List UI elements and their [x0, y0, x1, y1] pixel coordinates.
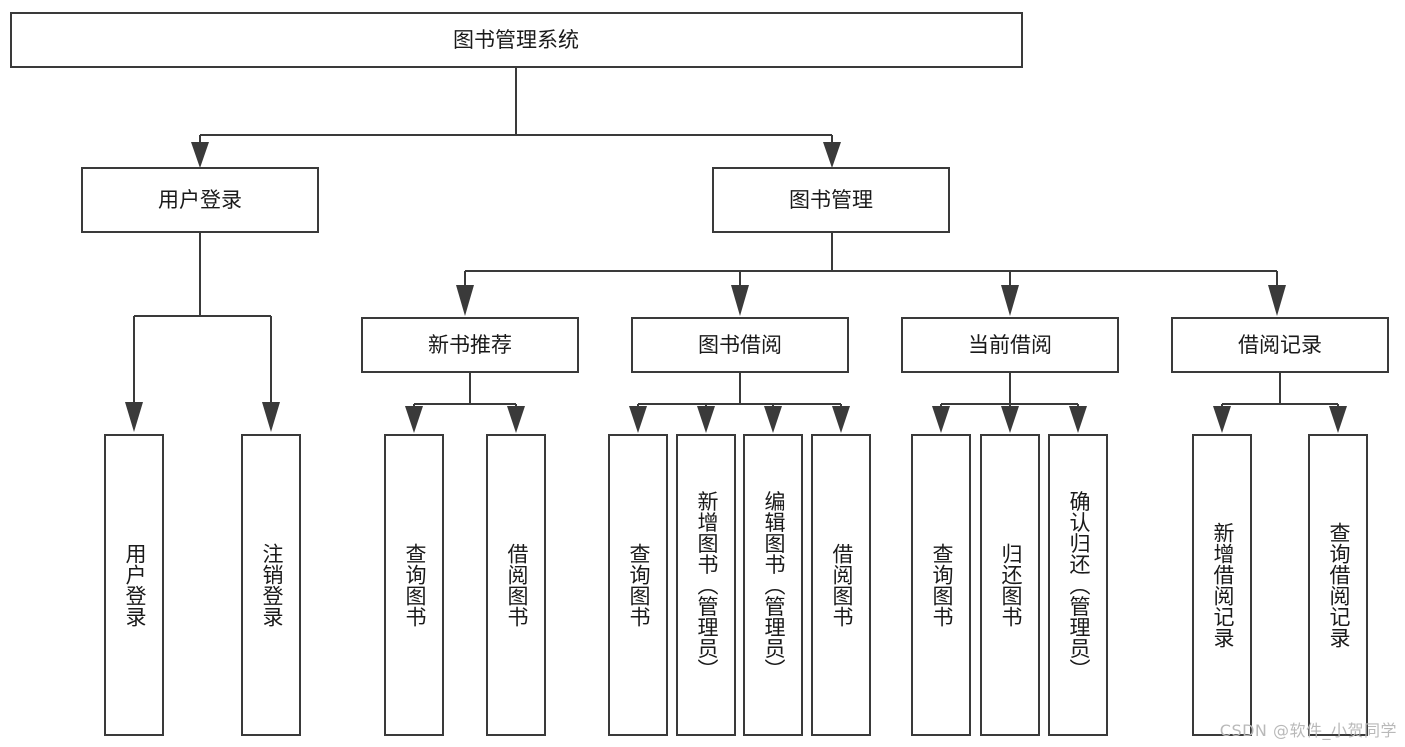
arrowhead-leaf-confirm-return [1069, 406, 1087, 433]
node-leaf-query-book-1[interactable]: 查询图书 [383, 433, 445, 737]
node-leaf-query-book-3[interactable]: 查询图书 [910, 433, 972, 737]
node-leaf-logout[interactable]: 注销登录 [240, 433, 302, 737]
connector-root-to-level2 [191, 67, 841, 168]
arrowhead-borrow-record [1268, 285, 1286, 316]
arrowhead-book-manage [823, 142, 841, 168]
node-leaf-logout-label: 注销登录 [260, 543, 284, 627]
node-user-login-label: 用户登录 [158, 188, 242, 212]
node-leaf-query-record-label: 查询借阅记录 [1327, 522, 1351, 648]
arrowhead-current-borrow [1001, 285, 1019, 316]
arrowhead-leaf-query-record [1329, 406, 1347, 433]
node-leaf-add-book[interactable]: 新增图书（管理员） [675, 433, 737, 737]
node-leaf-edit-book[interactable]: 编辑图书（管理员） [742, 433, 804, 737]
node-leaf-query-book-2-box[interactable] [607, 433, 669, 737]
node-root[interactable]: 图书管理系统 [9, 11, 1024, 69]
node-root-box[interactable] [9, 11, 1024, 69]
node-book-borrow[interactable]: 图书借阅 [630, 316, 850, 374]
node-leaf-query-book-2-label: 查询图书 [627, 543, 651, 627]
arrowhead-user-login [191, 142, 209, 168]
connector-current-borrow-to-leaves [932, 372, 1087, 433]
node-new-book-rec-label: 新书推荐 [428, 333, 512, 357]
node-leaf-borrow-book-2[interactable]: 借阅图书 [810, 433, 872, 737]
connector-book-borrow-to-leaves [629, 372, 850, 433]
arrowhead-leaf-add-book [697, 406, 715, 433]
node-user-login[interactable]: 用户登录 [80, 166, 320, 234]
arrowhead-new-book-rec [456, 285, 474, 316]
node-current-borrow-box[interactable] [900, 316, 1120, 374]
arrowhead-leaf-query-book-3 [932, 406, 950, 433]
node-leaf-borrow-book-1-box[interactable] [485, 433, 547, 737]
node-leaf-borrow-book-2-box[interactable] [810, 433, 872, 737]
node-leaf-add-record[interactable]: 新增借阅记录 [1191, 433, 1253, 737]
node-leaf-return-book-label: 归还图书 [999, 543, 1023, 627]
node-book-manage-label: 图书管理 [789, 188, 873, 212]
connector-borrow-record-to-leaves [1213, 372, 1347, 433]
node-book-borrow-box[interactable] [630, 316, 850, 374]
arrowhead-leaf-logout [262, 402, 280, 432]
node-leaf-query-book-3-label: 查询图书 [930, 543, 954, 627]
node-leaf-confirm-return-box[interactable] [1047, 433, 1109, 737]
node-book-borrow-label: 图书借阅 [698, 333, 782, 357]
node-leaf-query-book-2[interactable]: 查询图书 [607, 433, 669, 737]
connector-book-manage-to-level3 [456, 232, 1286, 316]
arrowhead-leaf-return-book [1001, 406, 1019, 433]
arrowhead-leaf-edit-book [764, 406, 782, 433]
node-leaf-confirm-return-label: 确认归还（管理员） [1067, 491, 1091, 680]
node-leaf-query-record-box[interactable] [1307, 433, 1369, 737]
node-borrow-record[interactable]: 借阅记录 [1170, 316, 1390, 374]
arrowhead-book-borrow [731, 285, 749, 316]
arrowhead-leaf-borrow-book-2 [832, 406, 850, 433]
node-leaf-logout-box[interactable] [240, 433, 302, 737]
node-leaf-query-book-3-box[interactable] [910, 433, 972, 737]
node-leaf-edit-book-box[interactable] [742, 433, 804, 737]
node-leaf-return-book[interactable]: 归还图书 [979, 433, 1041, 737]
node-leaf-query-record[interactable]: 查询借阅记录 [1307, 433, 1369, 737]
node-leaf-add-record-label: 新增借阅记录 [1211, 522, 1235, 648]
node-leaf-query-book-1-box[interactable] [383, 433, 445, 737]
node-leaf-user-login[interactable]: 用户登录 [103, 433, 165, 737]
arrowhead-leaf-add-record [1213, 406, 1231, 433]
arrowhead-leaf-query-book-1 [405, 406, 423, 433]
node-book-manage-box[interactable] [711, 166, 951, 234]
node-leaf-return-book-box[interactable] [979, 433, 1041, 737]
node-leaf-user-login-label: 用户登录 [123, 543, 147, 627]
node-leaf-query-book-1-label: 查询图书 [403, 543, 427, 627]
node-leaf-confirm-return[interactable]: 确认归还（管理员） [1047, 433, 1109, 737]
arrowhead-leaf-user-login [125, 402, 143, 432]
node-leaf-add-book-label: 新增图书（管理员） [695, 491, 719, 680]
node-leaf-borrow-book-2-label: 借阅图书 [830, 543, 854, 627]
node-new-book-rec-box[interactable] [360, 316, 580, 374]
connector-user-login-to-leaves [125, 232, 280, 432]
node-current-borrow[interactable]: 当前借阅 [900, 316, 1120, 374]
node-leaf-edit-book-label: 编辑图书（管理员） [762, 491, 786, 680]
node-book-manage[interactable]: 图书管理 [711, 166, 951, 234]
node-borrow-record-label: 借阅记录 [1238, 333, 1322, 357]
arrowhead-leaf-query-book-2 [629, 406, 647, 433]
node-borrow-record-box[interactable] [1170, 316, 1390, 374]
connector-new-book-rec-to-leaves [405, 372, 525, 433]
node-leaf-borrow-book-1-label: 借阅图书 [505, 543, 529, 627]
node-root-label: 图书管理系统 [453, 28, 579, 52]
node-leaf-user-login-box[interactable] [103, 433, 165, 737]
node-leaf-borrow-book-1[interactable]: 借阅图书 [485, 433, 547, 737]
node-user-login-box[interactable] [80, 166, 320, 234]
node-new-book-rec[interactable]: 新书推荐 [360, 316, 580, 374]
arrowhead-leaf-borrow-book-1 [507, 406, 525, 433]
node-leaf-add-book-box[interactable] [675, 433, 737, 737]
node-leaf-add-record-box[interactable] [1191, 433, 1253, 737]
node-current-borrow-label: 当前借阅 [968, 333, 1052, 357]
